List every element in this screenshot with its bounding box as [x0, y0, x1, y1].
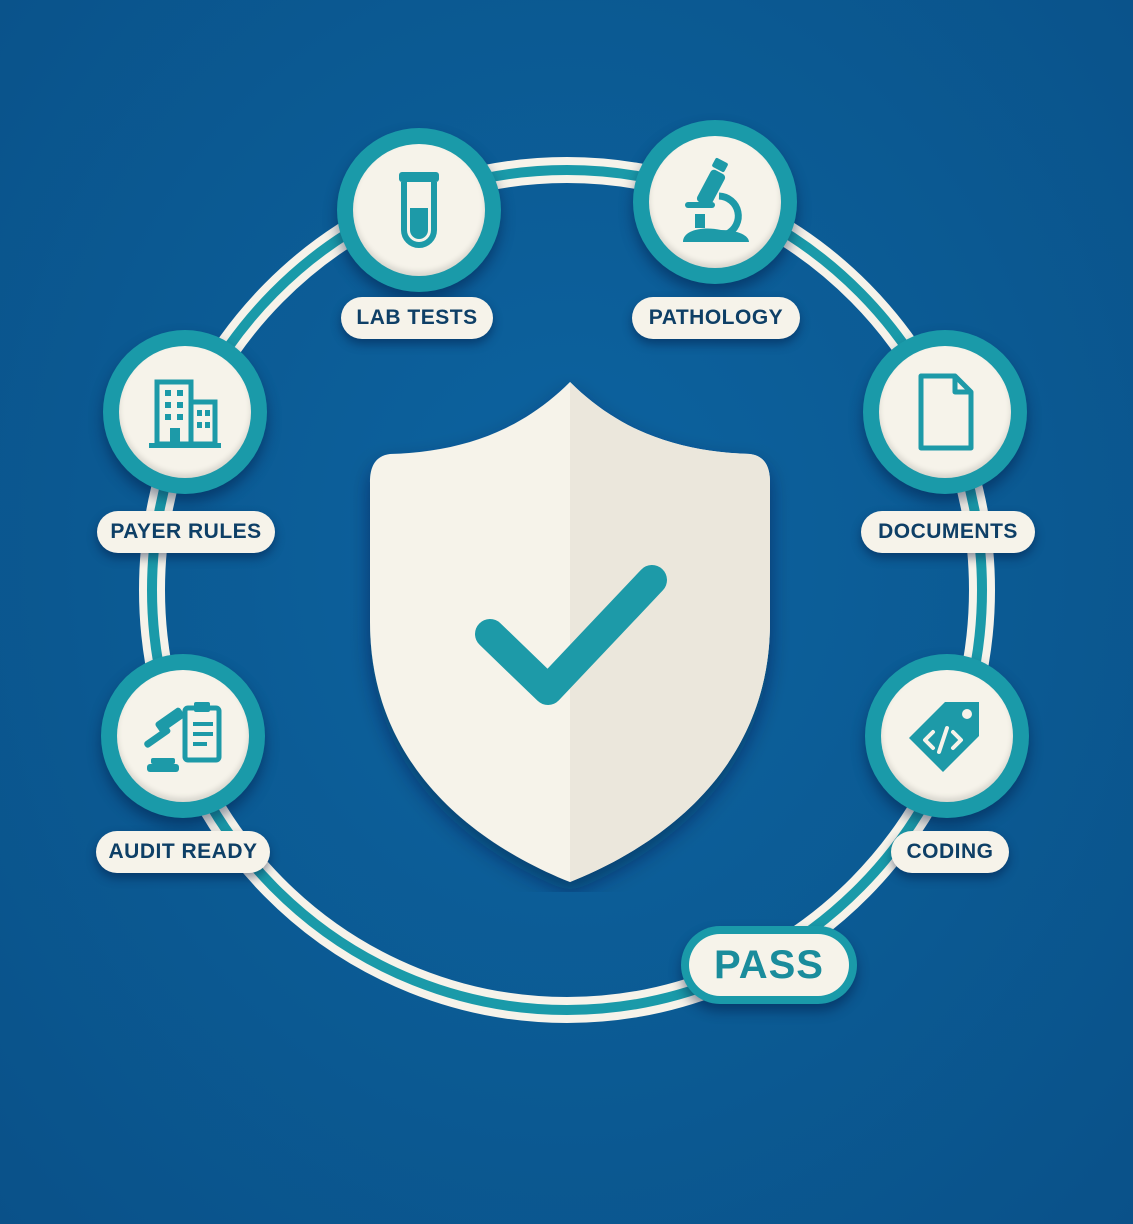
pass-badge: PASS	[681, 926, 857, 1004]
microscope-icon	[683, 158, 749, 242]
shield-check-icon	[370, 382, 770, 882]
node-lab-tests	[337, 128, 501, 292]
gavel-clipboard-icon	[144, 702, 222, 772]
building-icon	[149, 379, 221, 448]
node-documents	[863, 330, 1027, 494]
code-tag-icon	[909, 702, 979, 772]
node-audit-ready	[101, 654, 265, 818]
node-pathology	[633, 120, 797, 284]
label-audit-ready: AUDIT READY	[96, 831, 270, 873]
label-lab-tests: LAB TESTS	[341, 297, 493, 339]
document-icon	[918, 373, 974, 451]
node-coding	[865, 654, 1029, 818]
label-coding: CODING	[891, 831, 1009, 873]
label-pathology: PATHOLOGY	[632, 297, 800, 339]
pass-label: PASS	[689, 934, 849, 996]
test-tube-icon	[399, 172, 439, 248]
label-payer-rules: PAYER RULES	[97, 511, 275, 553]
label-documents: DOCUMENTS	[861, 511, 1035, 553]
node-payer-rules	[103, 330, 267, 494]
